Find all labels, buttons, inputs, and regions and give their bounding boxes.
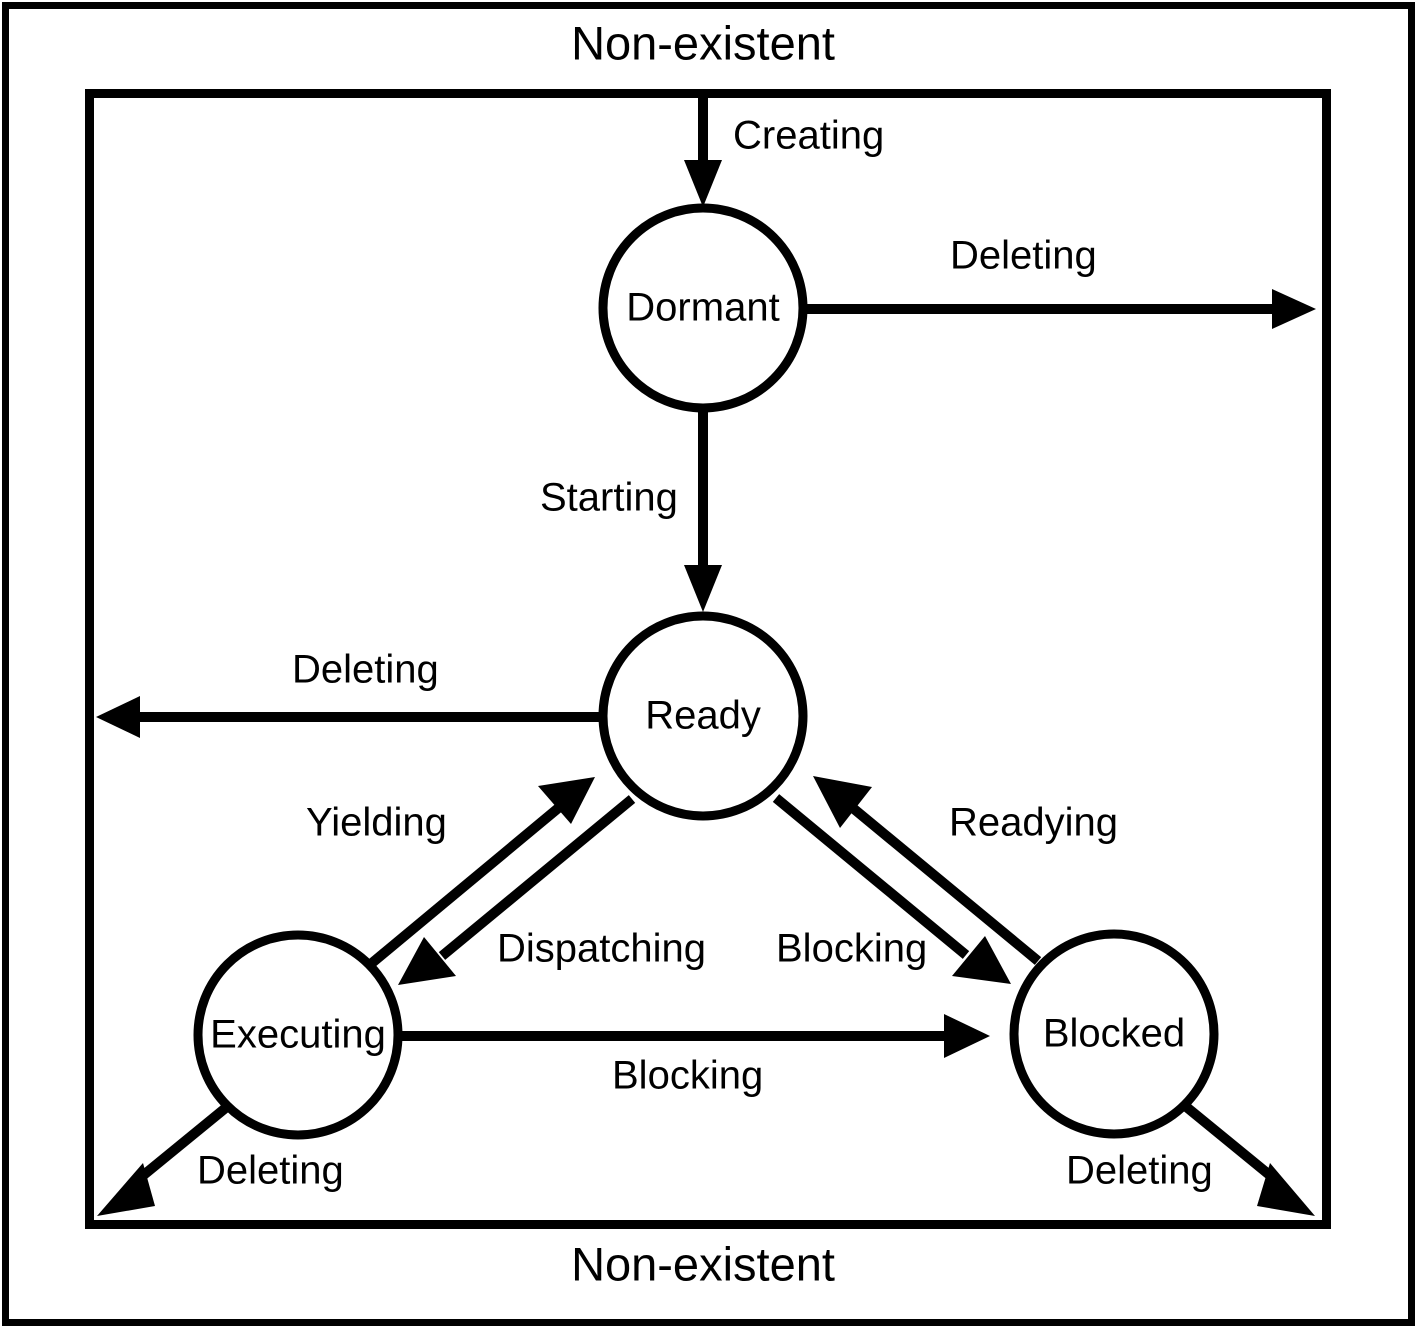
edge-yielding — [368, 777, 595, 967]
region-label-bottom: Non-existent — [571, 1237, 835, 1290]
edge-dispatching-line — [438, 795, 636, 960]
edge-ready-deleting — [96, 696, 600, 738]
edge-dormant-deleting — [806, 289, 1316, 329]
edge-starting-label: Starting — [540, 476, 678, 520]
edge-starting-arrowhead — [684, 565, 722, 612]
edge-exec-blocking-label: Blocking — [612, 1054, 763, 1098]
edge-ready-blocking-arrowhead — [952, 936, 1011, 984]
edge-starting — [684, 411, 722, 612]
edge-dispatching — [398, 795, 636, 985]
edge-exec-blocking-arrowhead — [944, 1014, 990, 1058]
edge-ready-deleting-label: Deleting — [292, 648, 439, 692]
edge-ready-blocking-line — [772, 794, 970, 959]
edge-dormant-deleting-arrowhead — [1272, 289, 1316, 329]
edge-ready-blocking — [772, 794, 1011, 984]
state-circle-blocked[interactable] — [1009, 929, 1219, 1139]
edge-executing-deleting-label: Deleting — [197, 1149, 344, 1193]
edge-creating-arrowhead — [684, 160, 722, 207]
state-node-executing[interactable]: Executing — [193, 930, 403, 1140]
edge-dispatching-label: Dispatching — [497, 927, 706, 971]
state-node-ready[interactable]: Ready — [598, 611, 808, 821]
edge-executing-deleting — [97, 1102, 232, 1216]
inner-existence-boundary — [85, 89, 1331, 1229]
edge-yielding-label: Yielding — [306, 801, 447, 845]
edge-executing-deleting-line — [136, 1102, 232, 1182]
edge-executing-deleting-arrowhead — [97, 1163, 155, 1216]
state-label-ready: Ready — [645, 694, 761, 738]
state-node-dormant[interactable]: Dormant — [598, 203, 808, 413]
edge-creating-label: Creating — [733, 114, 884, 158]
state-circle-dormant[interactable] — [598, 203, 808, 413]
edge-readying — [813, 776, 1042, 965]
state-circle-ready[interactable] — [598, 611, 808, 821]
state-label-dormant: Dormant — [626, 286, 779, 330]
edge-creating — [684, 95, 722, 207]
edge-readying-arrowhead — [813, 776, 872, 828]
edge-yielding-arrowhead — [538, 777, 595, 824]
state-label-blocked: Blocked — [1043, 1012, 1185, 1056]
edge-dormant-deleting-label: Deleting — [950, 234, 1097, 278]
edge-blocked-deleting-label: Deleting — [1066, 1149, 1213, 1193]
state-circle-executing[interactable] — [193, 930, 403, 1140]
edge-blocked-deleting-arrowhead — [1257, 1163, 1315, 1216]
edge-ready-deleting-arrowhead — [96, 696, 140, 738]
region-label-top: Non-existent — [571, 16, 835, 69]
edge-blocked-deleting — [1180, 1101, 1315, 1216]
state-node-blocked[interactable]: Blocked — [1009, 929, 1219, 1139]
edge-readying-label: Readying — [949, 801, 1118, 845]
edge-readying-line — [844, 800, 1042, 965]
edge-dispatching-arrowhead — [398, 937, 456, 985]
state-label-executing: Executing — [210, 1013, 386, 1057]
edge-yielding-line — [368, 801, 566, 967]
edge-exec-blocking — [402, 1014, 990, 1058]
edge-ready-blocking-label: Blocking — [776, 927, 927, 971]
edge-blocked-deleting-line — [1180, 1101, 1276, 1181]
